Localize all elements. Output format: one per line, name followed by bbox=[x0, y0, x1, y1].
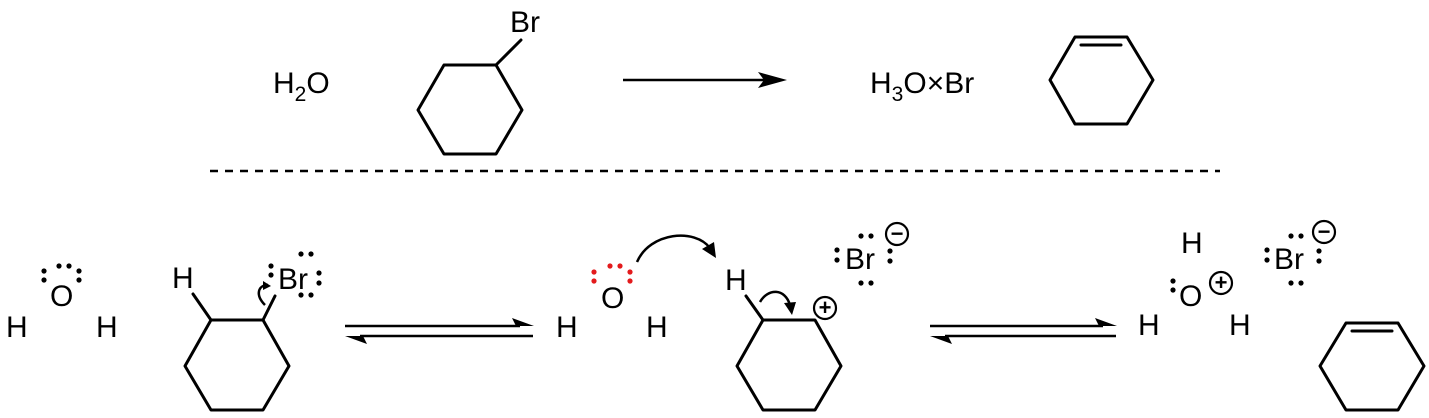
water-hydrogen-right: H bbox=[96, 311, 118, 344]
hydronium-ion: O H H H + bbox=[1138, 227, 1251, 342]
lone-pair-dots-highlighted bbox=[591, 263, 633, 284]
c-br-bond bbox=[494, 38, 523, 67]
hydronium-hydrogen-right: H bbox=[1229, 309, 1251, 342]
positive-charge-circle bbox=[812, 295, 838, 321]
positive-charge-sign: + bbox=[1215, 270, 1228, 295]
proton-highlighted: H bbox=[725, 264, 747, 297]
cyclohexene-ring bbox=[1048, 35, 1155, 126]
curved-arrow-head bbox=[702, 242, 716, 258]
lone-pair-dots bbox=[268, 251, 322, 298]
water-molecule-attacking: O H H bbox=[556, 234, 716, 344]
bromocyclohexane-structure: Br bbox=[416, 6, 540, 156]
c-h-bond bbox=[744, 294, 765, 322]
c-br-bond bbox=[261, 294, 277, 322]
curved-arrow-elimination bbox=[758, 290, 792, 306]
water-hydrogen-left: H bbox=[6, 311, 28, 344]
water-oxygen-highlighted: O bbox=[601, 282, 624, 315]
curved-arrow-head bbox=[263, 281, 271, 290]
water-molecule-start: O H H bbox=[6, 263, 118, 344]
cyclohexane-ring bbox=[735, 318, 843, 412]
bromide-ion-2: Br − bbox=[1264, 219, 1337, 286]
cyclohexene-structure bbox=[1048, 35, 1155, 126]
lone-pair-dots bbox=[1264, 233, 1322, 286]
negative-charge-sign: − bbox=[891, 221, 904, 246]
forward-arrow-head bbox=[758, 72, 787, 88]
hydronium-hydrogen-left: H bbox=[1138, 309, 1160, 342]
cyclohexene-ring bbox=[1318, 321, 1426, 412]
equilibrium-arrow-1 bbox=[345, 318, 534, 344]
negative-charge-circle bbox=[1311, 219, 1337, 245]
curved-arrow-nucleophile bbox=[635, 234, 711, 263]
hydrogen-label: H bbox=[172, 262, 194, 295]
c-h-bond bbox=[191, 292, 213, 322]
water-oxygen: O bbox=[50, 280, 73, 313]
bromine-label: Br bbox=[278, 263, 308, 296]
negative-charge-sign: − bbox=[1318, 219, 1331, 244]
mechanism: O H H H Br bbox=[6, 219, 1426, 412]
hydronium-hydrogen-top: H bbox=[1181, 227, 1203, 260]
carbocation-intermediate: H + bbox=[725, 264, 843, 412]
equilibrium-arrow-2 bbox=[930, 318, 1117, 344]
positive-charge-circle bbox=[1208, 270, 1234, 296]
bromide-ion-1: Br − bbox=[834, 221, 910, 286]
lone-pair-dots bbox=[41, 263, 82, 283]
hydronium-oxygen: O bbox=[1179, 280, 1202, 313]
negative-charge-circle bbox=[884, 221, 910, 247]
water-formula: H2O bbox=[273, 67, 330, 106]
hydronium-bromide-formula: H3O×Br bbox=[870, 67, 974, 106]
lone-pair-dots bbox=[1170, 278, 1176, 293]
cyclohexane-ring bbox=[183, 318, 291, 412]
water-hydrogen-right: H bbox=[646, 311, 668, 344]
curved-arrow-head bbox=[784, 302, 796, 315]
bromine-label: Br bbox=[1274, 243, 1304, 276]
cyclohexene-product bbox=[1318, 321, 1426, 412]
bromocyclohexane-mechanism: H Br bbox=[172, 251, 322, 412]
overall-reaction: H2O Br H3O×Br bbox=[273, 6, 1155, 156]
forward-arrow bbox=[623, 72, 787, 88]
cyclohexane-ring bbox=[416, 63, 524, 156]
bromine-label: Br bbox=[845, 243, 875, 276]
lone-pair-dots bbox=[834, 233, 893, 286]
water-hydrogen-left: H bbox=[556, 311, 578, 344]
bromine-label: Br bbox=[510, 6, 540, 39]
positive-charge-sign: + bbox=[819, 295, 832, 320]
